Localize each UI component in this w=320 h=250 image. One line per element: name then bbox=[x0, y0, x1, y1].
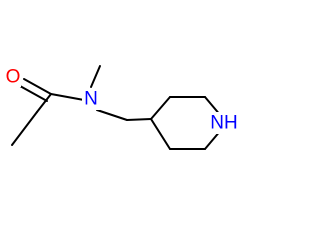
bond-n-methylene bbox=[96, 109, 128, 121]
bond-carbonyl-to-nitrogen bbox=[50, 93, 85, 101]
ring-nitrogen-atom-label: NH bbox=[210, 113, 237, 134]
ring-nitrogen-label-background bbox=[206, 112, 242, 134]
oxygen-atom-label: O bbox=[6, 67, 21, 88]
oxygen-label-background bbox=[4, 67, 21, 87]
bond-carbonyl-double-a bbox=[23, 78, 52, 95]
amide-nitrogen-label-background bbox=[82, 88, 100, 110]
bond-n-methyl bbox=[90, 65, 101, 88]
atom-labels: O N NH bbox=[4, 67, 242, 134]
bond-ethyl-terminal bbox=[11, 111, 38, 146]
skeletal-bonds bbox=[11, 65, 222, 150]
bond-methylene-to-ring bbox=[126, 118, 152, 121]
bond-ethyl-to-carbonyl bbox=[36, 93, 52, 113]
amide-nitrogen-atom-label: N bbox=[84, 89, 98, 110]
bond-carbonyl-double-b bbox=[19, 85, 48, 102]
chemical-structure-diagram: O N NH bbox=[4, 65, 242, 150]
bond-ring-c5-c4 bbox=[150, 118, 171, 150]
bond-ring-c4-c3 bbox=[150, 96, 171, 120]
